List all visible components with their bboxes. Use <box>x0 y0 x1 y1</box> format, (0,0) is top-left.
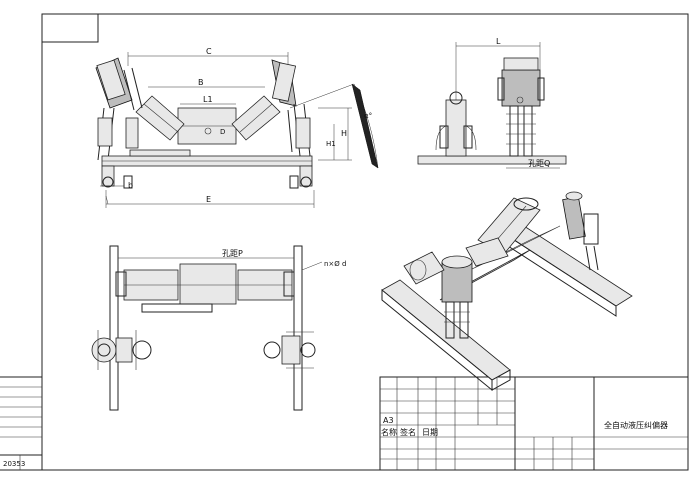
plan-view: 孔距P n×Ø d <box>91 245 346 411</box>
dim-l: L <box>496 37 501 46</box>
dim-c: C <box>206 47 212 56</box>
title-block: A3 名称 签名 日期 全自动液压纠偏器 <box>379 376 689 471</box>
margin-label: 20353 <box>3 460 25 468</box>
dim-h1: H1 <box>326 140 336 148</box>
dim-hole-q: 孔距Q <box>528 159 550 168</box>
left-margin-table: 20353 <box>0 376 42 471</box>
dim-hole-spec: n×Ø d <box>324 260 346 268</box>
drawing-border <box>41 13 689 471</box>
side-view: L 孔距Q <box>417 37 567 169</box>
dim-b-upper: B <box>198 78 204 87</box>
col-name-label: 名称 <box>381 427 397 437</box>
isometric-view <box>381 191 633 392</box>
dim-h: H <box>341 129 347 138</box>
col-date-label: 日期 <box>422 428 438 437</box>
corner-label-box <box>41 13 99 43</box>
drawing-title: 全自动液压纠偏器 <box>604 420 668 430</box>
dim-l1: L1 <box>203 95 213 104</box>
front-view: C B L1 D <box>95 47 379 208</box>
dim-d-mark: D <box>220 128 225 136</box>
sheet-size: A3 <box>383 416 394 425</box>
dim-angle: α° <box>364 112 372 120</box>
dim-b-lower: b <box>128 181 133 190</box>
dim-hole-p: 孔距P <box>222 249 243 258</box>
col-sign-label: 签名 <box>400 427 416 437</box>
dim-e: E <box>206 195 211 204</box>
